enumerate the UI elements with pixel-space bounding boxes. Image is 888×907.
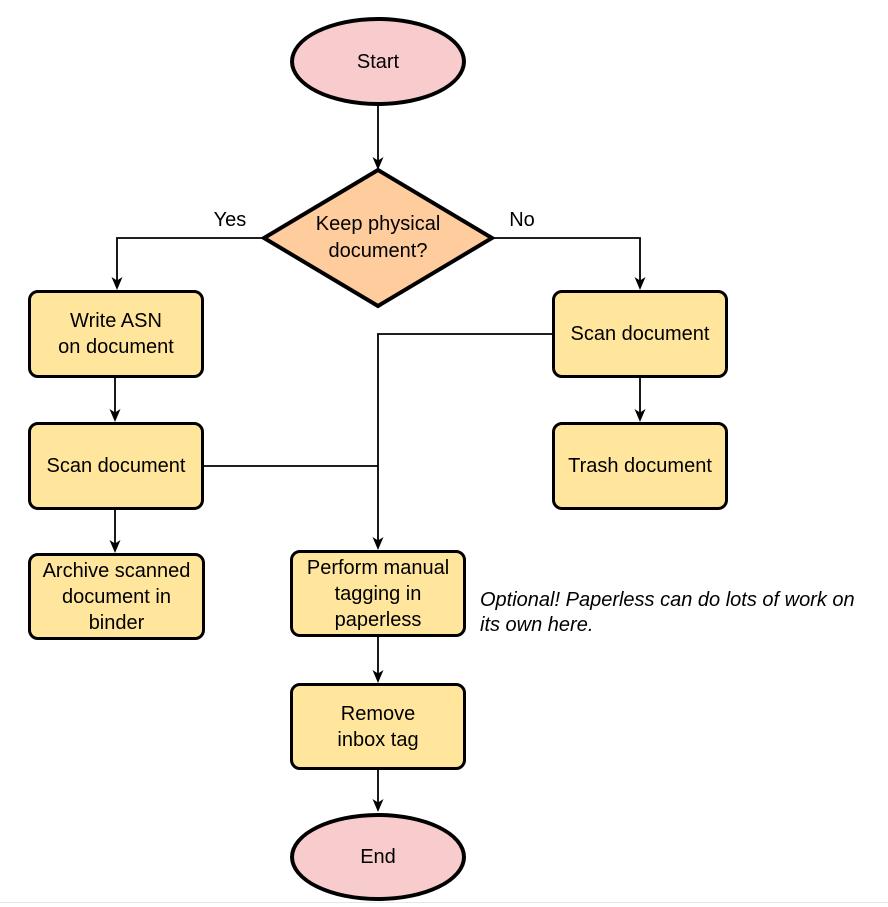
decision-diamond-shape — [260, 167, 496, 309]
arrowhead-into-decision — [372, 157, 384, 170]
edge-label-yes: Yes — [213, 209, 247, 231]
edge-decision-no-to-scan-right — [492, 237, 641, 285]
decision-node-label: Keep physical document? — [315, 213, 441, 262]
remove-inbox-tag-node: Remove inbox tag — [290, 683, 466, 770]
arrowhead-into-scan-right — [634, 277, 646, 290]
optional-note: Optional! Paperless can do lots of work … — [480, 589, 855, 636]
archive-document-node: Archive scanned document in binder — [28, 553, 205, 640]
page-bottom-divider — [0, 902, 888, 903]
arrowhead-into-write-asn — [111, 277, 123, 290]
scan-document-right-node: Scan document — [552, 290, 728, 378]
trash-document-node: Trash document — [552, 422, 728, 510]
perform-tagging-node: Perform manual tagging in paperless — [290, 550, 466, 637]
start-node: Start — [290, 17, 466, 106]
edge-label-no: No — [509, 209, 535, 231]
end-node: End — [290, 813, 466, 901]
arrowhead-into-end — [372, 799, 384, 812]
arrowhead-into-scan-left — [109, 409, 121, 422]
arrowhead-into-perform-tagging — [372, 537, 384, 550]
write-asn-node: Write ASN on document — [28, 290, 204, 378]
scan-document-left-node: Scan document — [28, 422, 204, 510]
arrowhead-into-trash — [634, 409, 646, 422]
arrowhead-into-remove-inbox — [372, 670, 384, 683]
edge-scan-right-to-perform-tagging — [377, 333, 552, 545]
edge-decision-yes-to-write-asn — [116, 237, 264, 285]
arrowhead-into-archive — [109, 540, 121, 553]
